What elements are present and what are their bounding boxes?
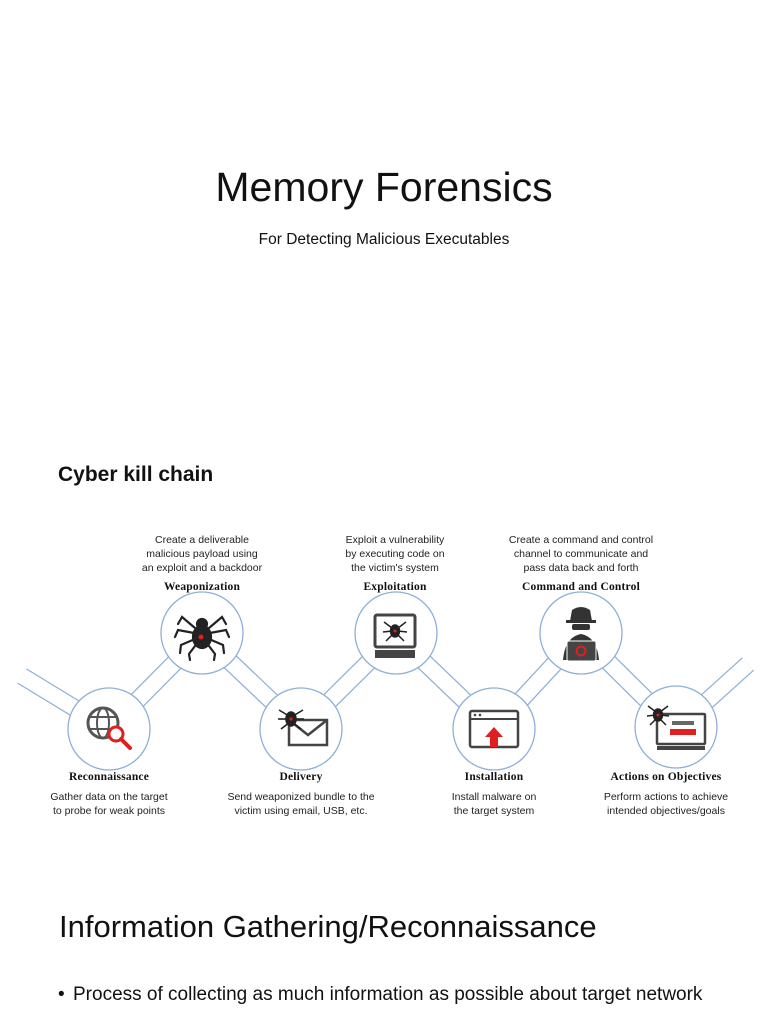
desc-line: intended objectives/goals [607, 805, 725, 817]
desc-line: an exploit and a backdoor [141, 562, 263, 574]
desc-line: Perform actions to achieve [603, 791, 729, 803]
stage-name-reconnaissance: Reconnaissance [68, 771, 150, 783]
stage-circle-installation [452, 687, 536, 771]
kill-chain-heading: Cyber kill chain [58, 463, 214, 486]
desc-line: Create a deliverable [155, 534, 249, 546]
stage-circle-actions-on-objectives [634, 685, 718, 769]
browser-upload-icon [468, 709, 520, 749]
desc-line: Create a command and control [508, 534, 654, 546]
section-title: Information Gathering/Reconnaissance [59, 909, 597, 944]
stage-name-command-and-control: Command and Control [522, 581, 640, 593]
bullet-icon: • [58, 984, 65, 1005]
desc-line: the target system [453, 805, 535, 817]
stage-desc-exploitation: Exploit a vulnerability by executing cod… [305, 533, 485, 575]
stage-name-weaponization: Weaponization [163, 581, 241, 593]
stage-circle-delivery [259, 687, 343, 771]
stage-circle-exploitation [354, 591, 438, 675]
infected-computer-icon [373, 613, 417, 658]
hacker-icon [563, 607, 599, 662]
stage-name-exploitation: Exploitation [363, 581, 427, 593]
stage-circle-weaponization [160, 591, 244, 675]
spider-icon [173, 615, 231, 662]
desc-line: victim using email, USB, etc. [234, 805, 368, 817]
desc-line: by executing code on [345, 548, 445, 560]
stage-name-installation: Installation [464, 771, 524, 783]
stage-desc-installation: Install malware on the target system [404, 790, 584, 818]
stage-name-actions-on-objectives: Actions on Objectives [610, 771, 722, 783]
desc-line: channel to communicate and [513, 548, 649, 560]
stage-desc-command-and-control: Create a command and control channel to … [481, 533, 681, 575]
stage-name-delivery: Delivery [279, 771, 323, 783]
desc-line: to probe for weak points [52, 805, 166, 817]
stage-desc-actions-on-objectives: Perform actions to achieve intended obje… [576, 790, 756, 818]
slide-title: Memory Forensics [215, 164, 553, 210]
stage-desc-reconnaissance: Gather data on the target to probe for w… [19, 790, 199, 818]
globe-magnifier-icon [86, 706, 132, 750]
stage-desc-weaponization: Create a deliverable malicious payload u… [112, 533, 292, 575]
desc-line: malicious payload using [146, 548, 258, 560]
desc-line: pass data back and forth [523, 562, 639, 574]
spider-monitor-icon [646, 705, 707, 750]
desc-line: Gather data on the target [50, 791, 168, 803]
bullet-item: Process of collecting as much informatio… [73, 984, 703, 1005]
spider-envelope-icon [278, 709, 329, 747]
stage-circle-command-and-control [539, 591, 623, 675]
desc-line: Exploit a vulnerability [345, 534, 445, 546]
slide-subtitle: For Detecting Malicious Executables [258, 231, 510, 248]
desc-line: Install malware on [451, 791, 537, 803]
stage-circle-reconnaissance [67, 687, 151, 771]
desc-line: the victim's system [351, 562, 439, 574]
desc-line: Send weaponized bundle to the [227, 791, 375, 803]
stage-desc-delivery: Send weaponized bundle to the victim usi… [201, 790, 401, 818]
